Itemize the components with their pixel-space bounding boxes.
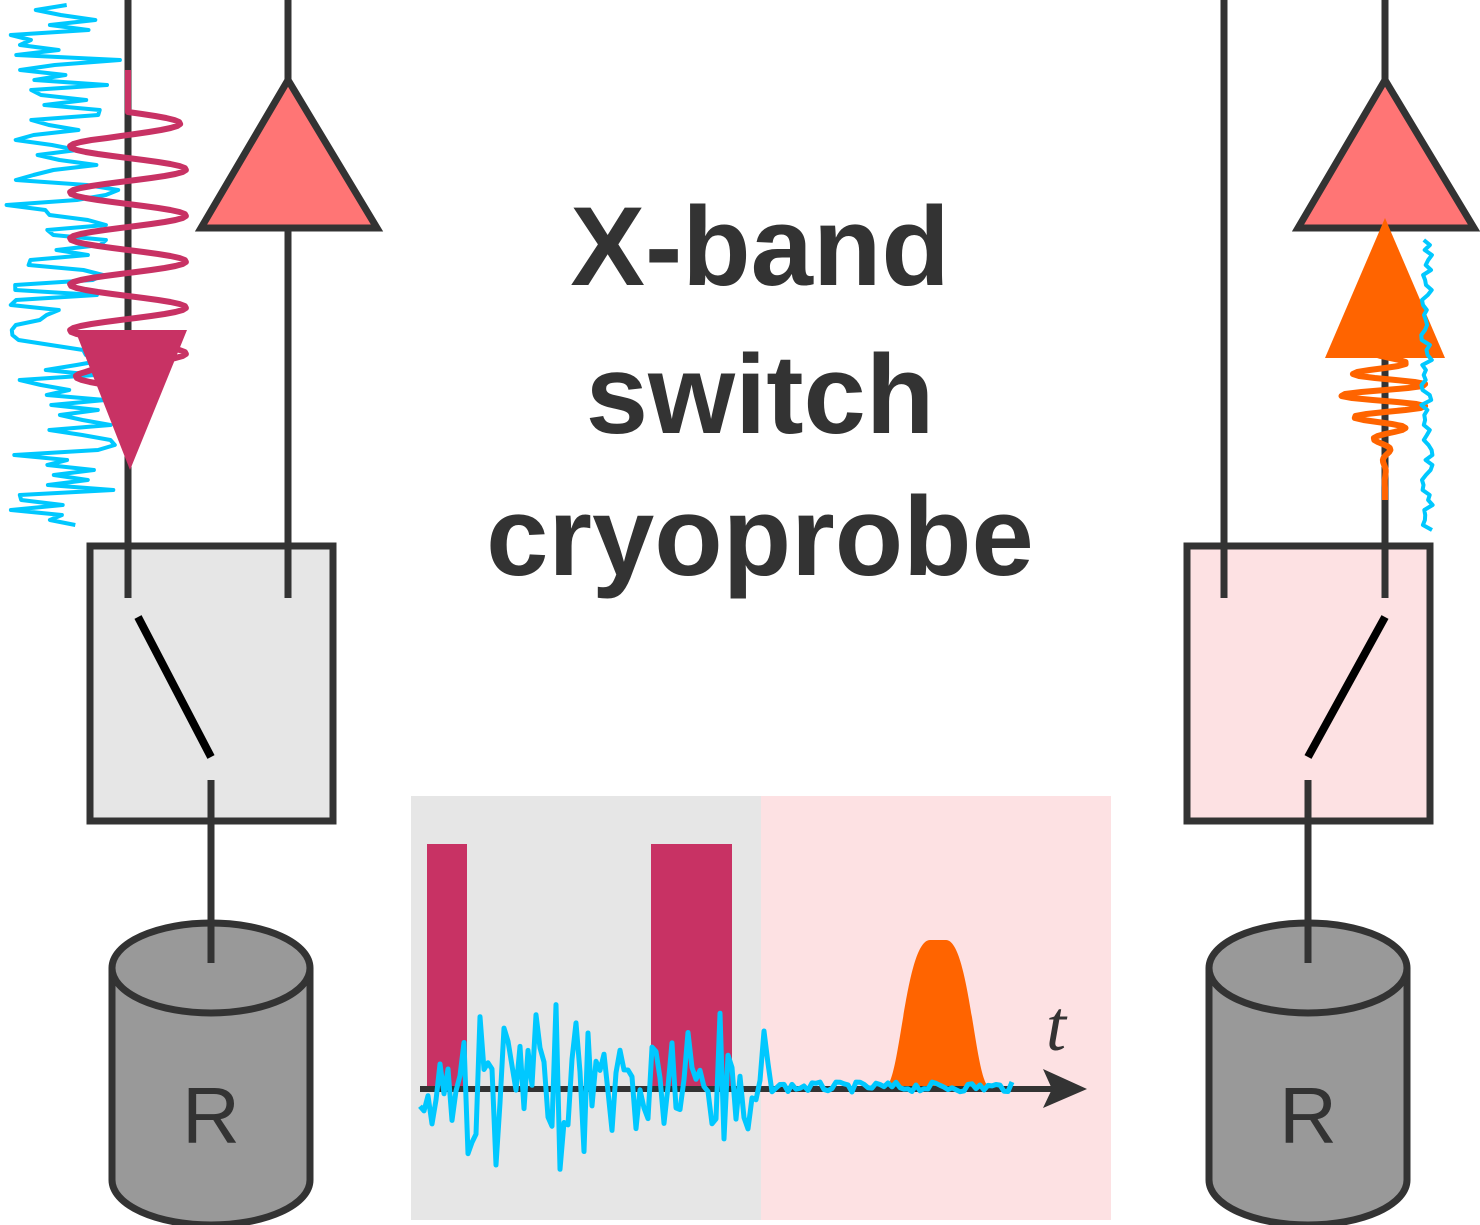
amplifier-icon	[194, 73, 384, 232]
timing-inset: t	[411, 796, 1111, 1220]
echo-arrowhead-icon	[1325, 218, 1445, 358]
resonator-icon: R	[1205, 914, 1411, 1225]
switch-icon	[1304, 615, 1389, 759]
resonator-icon: R	[108, 914, 314, 1225]
switch-icon	[134, 615, 215, 759]
resonator-label: R	[182, 1071, 240, 1160]
right-panel: R	[1183, 0, 1480, 1225]
title-line-3: cryoprobe	[486, 474, 1034, 599]
title: X-band switch cryoprobe	[486, 184, 1034, 599]
amplifier-icon	[1291, 73, 1480, 232]
noise-wave-icon	[1419, 238, 1435, 532]
title-line-2: switch	[586, 332, 935, 457]
noise-wave-icon	[4, 3, 122, 527]
time-axis-arrow-icon	[1043, 1069, 1087, 1108]
title-line-1: X-band	[570, 184, 950, 309]
resonator-label: R	[1279, 1071, 1337, 1160]
noise-trace	[418, 1002, 1015, 1172]
time-axis-label: t	[1046, 986, 1068, 1066]
echo-wave-icon	[1338, 343, 1429, 501]
pulse-arrowhead-icon	[75, 330, 187, 470]
pulse-bar-1	[427, 844, 467, 1087]
left-panel: R	[4, 0, 384, 1225]
echo-signal-icon	[885, 940, 990, 1087]
